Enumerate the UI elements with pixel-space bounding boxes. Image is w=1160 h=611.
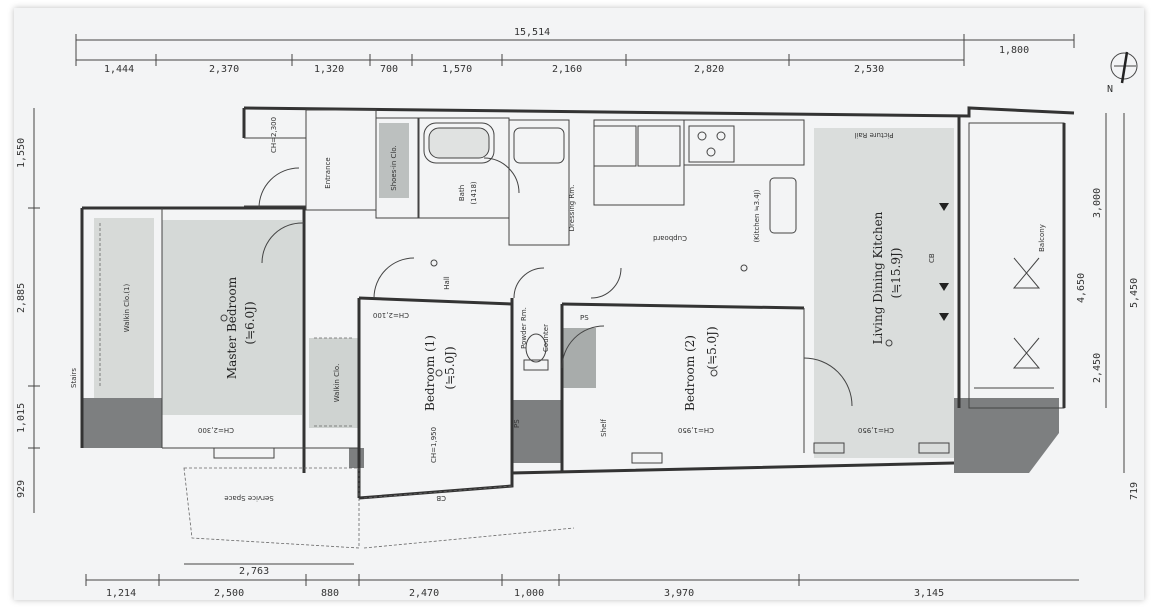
label-picture-rail: Picture Rail [854, 131, 893, 139]
label-ldk-area: (≒15.9J) [889, 248, 903, 299]
dim-top-seg-5: 1,570 [442, 64, 472, 75]
label-bedroom-1: Bedroom (1) [423, 335, 437, 411]
dim-right-4: 5,450 [1129, 278, 1140, 308]
label-bedroom-1-area: (≒5.0J) [443, 346, 457, 389]
structural-columns [82, 398, 1059, 473]
dim-right-2: 4,650 [1076, 273, 1087, 303]
dim-bottom-2: 2,500 [214, 588, 244, 599]
dim-bottom-1: 1,214 [106, 588, 136, 599]
label-dressing: Dressing Rm. [568, 185, 576, 232]
tag-cb-2: CB [436, 494, 446, 502]
label-ldk: Living Dining Kitchen [871, 211, 885, 344]
dim-bottom-6: 3,970 [664, 588, 694, 599]
label-bedroom-2: Bedroom (2) [683, 335, 697, 411]
walls [80, 106, 1075, 549]
label-walkin-closet: Walkin Clo. [333, 364, 341, 403]
dim-top-seg-6: 2,160 [552, 64, 582, 75]
compass-rose: N [1107, 51, 1138, 95]
label-service-space: Service Space [224, 494, 273, 502]
label-powder: Powder Rm. [520, 307, 528, 349]
dim-right-1: 3,000 [1092, 188, 1103, 218]
label-master-bedroom: Master Bedroom [225, 276, 239, 379]
dim-left-1: 1,550 [16, 138, 27, 168]
label-walkin-closet-1: Walkin Clo.(1) [123, 283, 131, 332]
label-master-bedroom-area: (≒6.0J) [243, 301, 257, 344]
dim-right-3: 2,450 [1092, 353, 1103, 383]
label-counter: Counter [542, 324, 550, 352]
left-dimensions: 1,550 2,885 1,015 929 [16, 108, 40, 513]
tag-ch-1950-1: CH=1,950 [430, 427, 438, 463]
label-entrance: Entrance [324, 157, 332, 188]
top-dimensions: 15,514 1,800 1,444 2,370 1,320 700 1,570… [75, 27, 1075, 75]
dim-left-3: 1,015 [16, 403, 27, 433]
dim-bottom-4: 2,470 [409, 588, 439, 599]
compass-label: N [1107, 84, 1113, 95]
tag-ch-1950-2: CH=1,950 [678, 426, 714, 434]
tag-ps-2: PS [513, 419, 521, 428]
code-tags: PS PS CB CB CH=2,100 CH=1,950 CH=1,950 C… [198, 117, 936, 502]
label-bath-size: (1418) [470, 181, 478, 205]
dim-bottom-3: 880 [321, 588, 339, 599]
dim-top-seg-8: 2,530 [854, 64, 884, 75]
tag-ps-1: PS [580, 314, 589, 322]
dim-left-4: 929 [16, 480, 27, 498]
label-shoes-closet: Shoes-in Clo. [390, 145, 398, 190]
dim-top-seg-7: 2,820 [694, 64, 724, 75]
dim-top-seg-3: 1,320 [314, 64, 344, 75]
label-bedroom-2-area: (≒5.0J) [705, 326, 719, 369]
label-balcony: Balcony [1038, 224, 1046, 252]
label-stairs: Stairs [70, 368, 78, 388]
dim-top-seg-4: 700 [380, 64, 398, 75]
label-kitchen: (Kitchen ≒3.4J) [753, 189, 761, 242]
label-cupboard: Cupboard [653, 234, 687, 242]
room-labels: Master Bedroom (≒6.0J) Bedroom (1) (≒5.0… [70, 131, 1046, 502]
label-bath: Bath [458, 185, 466, 201]
floor-shading [94, 123, 954, 458]
tag-cb-1: CB [928, 253, 936, 263]
tag-ch-2100: CH=2,100 [373, 311, 409, 319]
bottom-dimensions: 2,763 1,214 2,500 880 2,470 1,000 3,970 … [85, 563, 1079, 599]
dim-top-seg-1: 1,444 [104, 64, 134, 75]
tag-ch-1950-3: CH=1,950 [858, 426, 894, 434]
fixtures [99, 122, 1054, 464]
dim-left-2: 2,885 [16, 283, 27, 313]
dim-right-5: 719 [1129, 482, 1140, 500]
floor-plan-sheet: 15,514 1,800 1,444 2,370 1,320 700 1,570… [14, 8, 1144, 600]
label-shelf: Shelf [600, 419, 608, 437]
door-swings [258, 157, 853, 407]
tag-ch-2300: CH=2,300 [198, 426, 234, 434]
dim-top-total: 15,514 [514, 27, 550, 38]
floor-plan-drawing: 15,514 1,800 1,444 2,370 1,320 700 1,570… [16, 27, 1140, 599]
tag-ch-entrance: CH=2,300 [270, 117, 278, 153]
dim-top-right: 1,800 [999, 45, 1029, 56]
dim-top-seg-2: 2,370 [209, 64, 239, 75]
right-dimensions: 3,000 4,650 2,450 5,450 719 [1076, 113, 1140, 500]
label-hall: Hall [443, 276, 451, 289]
dim-bottom-7: 3,145 [914, 588, 944, 599]
dim-bottom-5: 1,000 [514, 588, 544, 599]
dim-bottom-inner: 2,763 [239, 566, 269, 577]
